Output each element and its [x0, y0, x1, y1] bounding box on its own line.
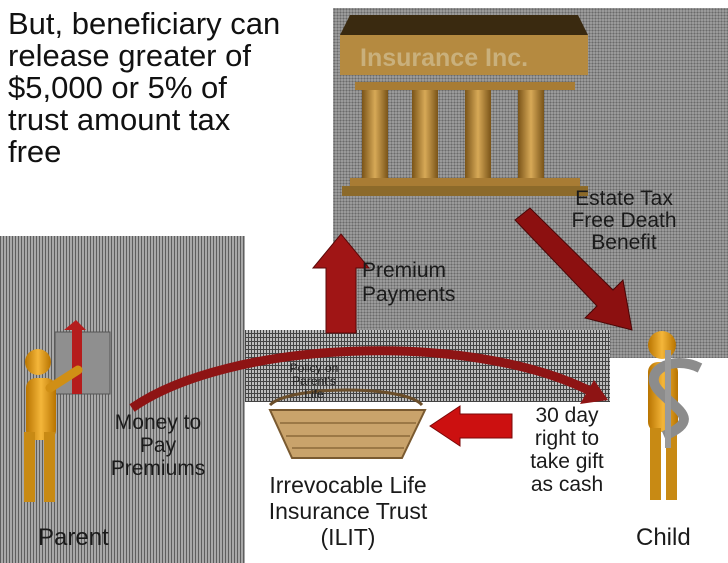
premium-line-1: Premium	[362, 259, 447, 282]
policy-line-3: Life	[304, 387, 324, 401]
money-line-3: Premiums	[110, 457, 206, 480]
premium-line-2: Payments	[362, 283, 456, 306]
ilit-line-3: (ILIT)	[320, 524, 376, 550]
gift-line-4: as cash	[530, 473, 604, 496]
child-label: Child	[636, 524, 691, 551]
parent-figure-icon	[24, 320, 111, 502]
premium-arrow-up	[311, 233, 371, 334]
policy-line-2: Parent's	[292, 374, 336, 388]
gift-line-2: right to	[534, 427, 600, 450]
estate-tax-line-3: Benefit	[591, 231, 657, 254]
money-line-2: Pay	[139, 434, 177, 457]
heading-line-2: release greater of	[8, 38, 251, 73]
heading-line-4: trust amount tax	[8, 102, 231, 137]
money-line-1: Money to	[114, 411, 202, 434]
gift-arc-arrow	[129, 346, 595, 412]
ilit-line-2: Insurance Trust	[268, 498, 428, 524]
child-figure-icon	[648, 331, 703, 500]
estate-tax-line-2: Free Death	[571, 209, 677, 232]
basket-icon	[268, 388, 427, 459]
estate-tax-line-1: Estate Tax	[575, 187, 673, 210]
heading-line-3: $5,000 or 5% of	[8, 70, 227, 105]
gift-line-1: 30 day	[535, 404, 599, 427]
heading-line-5: free	[8, 134, 62, 169]
bank-building-icon	[340, 15, 588, 196]
ilit-line-1: Irrevocable Life	[269, 472, 427, 498]
trust-panel	[245, 330, 610, 402]
parent-label: Parent	[38, 524, 109, 551]
child-to-trust-arrow	[429, 405, 513, 447]
gift-line-3: take gift	[530, 450, 604, 473]
heading-line-1: But, beneficiary can	[8, 6, 281, 41]
insurer-name: Insurance Inc.	[360, 44, 529, 72]
policy-line-1: Policy on	[289, 361, 339, 375]
benefit-arrow	[514, 207, 633, 331]
